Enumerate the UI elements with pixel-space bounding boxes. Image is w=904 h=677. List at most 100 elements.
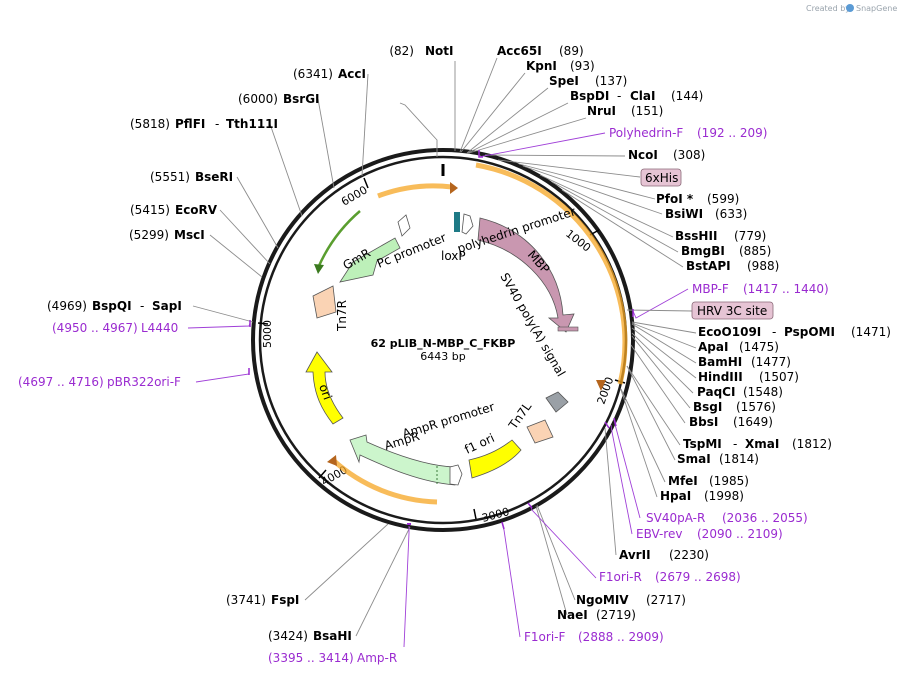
enzyme-apai[interactable]: ApaI: [698, 340, 728, 354]
primer-l4440[interactable]: L4440: [141, 321, 178, 335]
feature-box-6xhis[interactable]: [640, 168, 682, 187]
enzyme-ecoo109i[interactable]: EcoO109I: [698, 325, 761, 339]
enzyme-sapi[interactable]: SapI: [152, 299, 182, 313]
enzyme-pos-apai: (1475): [739, 340, 779, 354]
feature-mbp[interactable]: [477, 217, 575, 333]
enzyme-bsrgi[interactable]: BsrGI: [283, 92, 320, 106]
enzyme-hpai[interactable]: HpaI: [660, 489, 691, 503]
plasmid-size: 6443 bp: [420, 350, 465, 363]
primer-pbr322ori-f[interactable]: pBR322ori-F: [107, 375, 181, 389]
primer-ebv-rev[interactable]: EBV-rev: [636, 527, 682, 541]
enzyme-bsiwi[interactable]: BsiWI: [665, 207, 703, 221]
enzyme-noti[interactable]: NotI: [425, 44, 454, 58]
feature-gmr[interactable]: [339, 237, 401, 283]
enzyme-fspi[interactable]: FspI: [271, 593, 299, 607]
enzyme-smai[interactable]: SmaI: [677, 452, 711, 466]
primer-sv40pa-r[interactable]: SV40pA-R: [646, 511, 705, 525]
enzyme-pos-ncoi: (308): [673, 148, 705, 162]
enzyme-bsahi[interactable]: BsaHI: [313, 629, 352, 643]
enzyme-pos-mfei: (1985): [709, 474, 749, 488]
enzyme-bseri[interactable]: BseRI: [195, 170, 233, 184]
enzyme-pos-smai: (1814): [719, 452, 759, 466]
primer-mbp-f[interactable]: MBP-F: [692, 282, 729, 296]
enzyme-bstapi[interactable]: BstAPI: [686, 259, 731, 273]
enzyme-bspqi[interactable]: BspQI: [92, 299, 132, 313]
enzyme-sep-pflfi: -: [215, 117, 219, 131]
enzyme-pos-nrui: (151): [631, 104, 663, 118]
enzyme-clai[interactable]: ClaI: [630, 89, 655, 103]
enzyme-sep-bspdi: -: [617, 89, 621, 103]
enzyme-tth111i[interactable]: Tth111I: [226, 117, 278, 131]
enzyme-pspomi[interactable]: PspOMI: [784, 325, 835, 339]
enzyme-pos-fspi: (3741): [226, 593, 266, 607]
primer-amp-r[interactable]: Amp-R: [357, 651, 397, 665]
enzyme-ecorv[interactable]: EcoRV: [175, 203, 218, 217]
enzyme-ngomiv[interactable]: NgoMIV: [576, 593, 629, 607]
primer-polyhedrin-f[interactable]: Polyhedrin-F: [609, 126, 683, 140]
enzyme-bbsi[interactable]: BbsI: [689, 415, 718, 429]
enzyme-msci[interactable]: MscI: [174, 228, 205, 242]
enzyme-tspmi[interactable]: TspMI: [683, 437, 722, 451]
enzyme-pos-tspmi: (1812): [792, 437, 832, 451]
enzyme-xmai[interactable]: XmaI: [745, 437, 779, 451]
primer-range-f1ori-f: (2888 .. 2909): [578, 630, 664, 644]
enzyme-bamhi[interactable]: BamHI: [698, 355, 742, 369]
enzyme-pos-acc65i: (89): [559, 44, 584, 58]
primer-range-pbr322ori-f: (4697 .. 4716): [18, 375, 104, 389]
feature-tn7l[interactable]: [526, 419, 554, 444]
enzyme-pos-bsshii: (779): [734, 229, 766, 243]
feature-ori[interactable]: [305, 351, 344, 425]
primer-range-sv40pa-r: (2036 .. 2055): [722, 511, 808, 525]
feature-box-hrv-3c-site[interactable]: [691, 301, 774, 320]
enzyme-pflfi[interactable]: PflFI: [175, 117, 205, 131]
primer-binding-marks: [248, 150, 634, 530]
enzyme-bspdi[interactable]: BspDI: [570, 89, 609, 103]
enzyme-pos-pflfi: (5818): [130, 117, 170, 131]
enzyme-pos-bsrgi: (6000): [238, 92, 278, 106]
feature-tn7r[interactable]: [312, 285, 337, 319]
primer-f1ori-f[interactable]: F1ori-F: [524, 630, 565, 644]
enzyme-avrii[interactable]: AvrII: [619, 548, 651, 562]
enzyme-naei[interactable]: NaeI: [557, 608, 588, 622]
enzyme-pos-bseri: (5551): [150, 170, 190, 184]
enzyme-kpni[interactable]: KpnI: [526, 59, 557, 73]
enzyme-nrui[interactable]: NruI: [587, 104, 616, 118]
tick-label-5000: 5000: [261, 320, 274, 348]
feature-3c-site-block: [557, 326, 579, 332]
enzyme-bmgbi[interactable]: BmgBI: [681, 244, 725, 258]
enzyme-pfoi[interactable]: PfoI *: [656, 192, 694, 206]
enzyme-mfei[interactable]: MfeI: [668, 474, 698, 488]
enzyme-pos-noti: (82): [389, 44, 414, 58]
feature-loxp[interactable]: [454, 212, 460, 232]
enzyme-ncoi[interactable]: NcoI: [628, 148, 658, 162]
orf-gmr: [316, 210, 361, 269]
enzyme-bsgi[interactable]: BsgI: [693, 400, 722, 414]
enzyme-hindiii[interactable]: HindIII: [698, 370, 743, 384]
orf-mbp-arrow-icon: [596, 380, 606, 391]
primer-f1ori-r[interactable]: F1ori-R: [599, 570, 642, 584]
feature-f1-ori[interactable]: [468, 439, 522, 479]
enzyme-acc65i[interactable]: Acc65I: [497, 44, 542, 58]
snapgene-logo-icon: [846, 4, 854, 12]
feature-ori-label: ori: [316, 382, 334, 401]
orf-mbp-fusion: [475, 162, 628, 385]
feature-pc-promoter: [397, 214, 411, 237]
enzyme-paqci[interactable]: PaqCI: [697, 385, 735, 399]
primer-range-l4440: (4950 .. 4967): [52, 321, 138, 335]
orf-ampr-arrow-icon: [327, 455, 337, 466]
enzyme-pos-bmgbi: (885): [739, 244, 771, 258]
tick-label-2000: 2000: [595, 375, 617, 406]
enzyme-leaders: [192, 57, 697, 637]
tick-5000: [257, 322, 269, 325]
enzyme-pos-bsahi: (3424): [268, 629, 308, 643]
enzyme-sep-ecoo109i: -: [772, 325, 776, 339]
enzyme-pos-ecoo109i: (1471): [851, 325, 891, 339]
primer-range-mbp-f: (1417 .. 1440): [743, 282, 829, 296]
primer-range-amp-r: (3395 .. 3414): [268, 651, 354, 665]
tick-3000: [473, 508, 477, 520]
enzyme-bsshii[interactable]: BssHII: [675, 229, 717, 243]
feature-6xhis-label: 6xHis: [645, 171, 678, 185]
enzyme-spei[interactable]: SpeI: [549, 74, 579, 88]
enzyme-acci[interactable]: AccI: [338, 67, 366, 81]
